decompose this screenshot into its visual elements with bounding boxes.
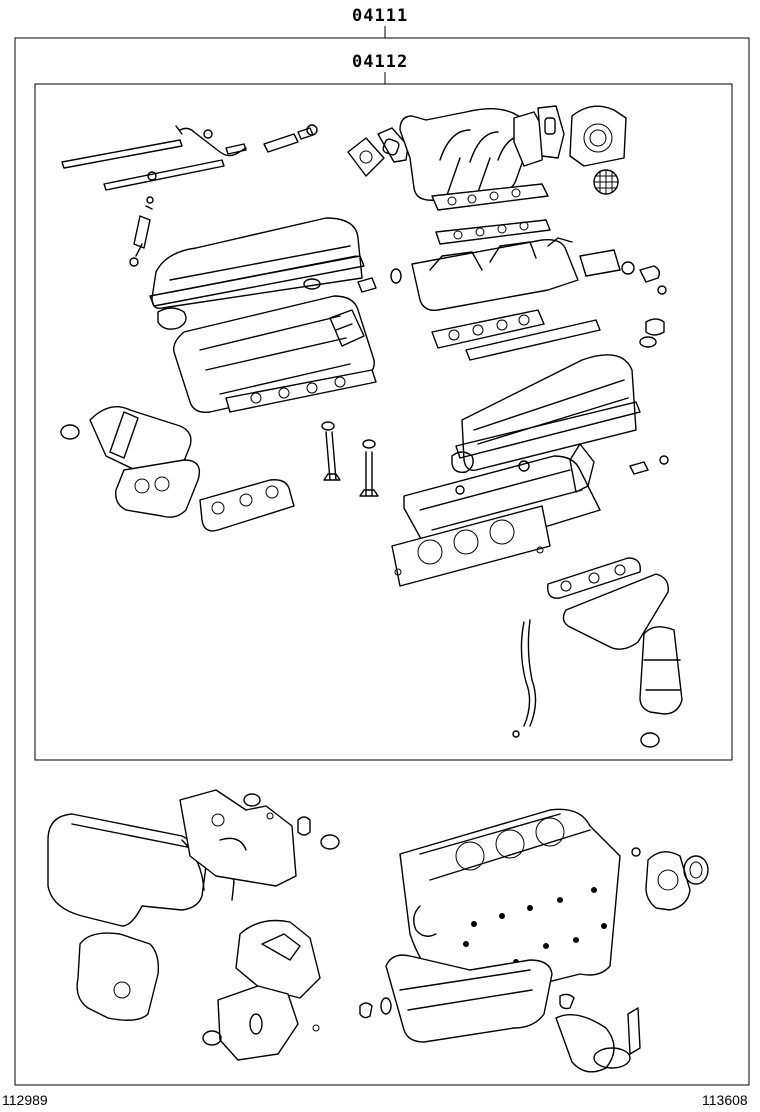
timing-cover-plate-icon — [179, 789, 340, 887]
oil-pan-icon — [359, 954, 553, 1043]
intake-manifold-icon — [399, 105, 627, 201]
engine-block-icon — [399, 808, 641, 995]
intake-plenum-icon — [411, 237, 667, 311]
outer-kit-label: 04111 — [352, 6, 409, 26]
catalytic-converter-right-icon — [639, 626, 683, 748]
fuel-rail-icon — [61, 124, 318, 191]
valve-icon — [321, 421, 379, 497]
head-gasket-left-icon — [225, 369, 377, 413]
oil-strainer-icon — [555, 993, 641, 1073]
exhaust-manifold-right-icon — [547, 557, 669, 650]
plenum-gasket-icon — [431, 309, 601, 361]
inner-kit-frame — [34, 72, 733, 761]
inner-kit-label: 04112 — [352, 52, 409, 72]
front-cover-icon — [76, 919, 321, 1061]
dipstick-tube-icon — [512, 619, 537, 738]
outer-kit-frame — [14, 26, 750, 1086]
valve-cover-right-icon — [451, 354, 641, 474]
intake-gasket-icon — [431, 183, 551, 245]
bolt-fittings-icon — [357, 268, 402, 293]
head-gasket-right-icon — [391, 505, 551, 587]
throttle-gasket-icon — [347, 127, 409, 177]
footer-right-code: 113608 — [702, 1092, 748, 1108]
pcv-cap-icon — [639, 318, 665, 348]
valve-cover-left-icon — [149, 217, 365, 330]
fuel-injector-icon — [129, 196, 154, 267]
rear-oil-seal-icon — [645, 851, 709, 911]
exhaust-manifold-left-icon — [115, 459, 295, 532]
footer-left-code: 112989 — [2, 1092, 48, 1108]
